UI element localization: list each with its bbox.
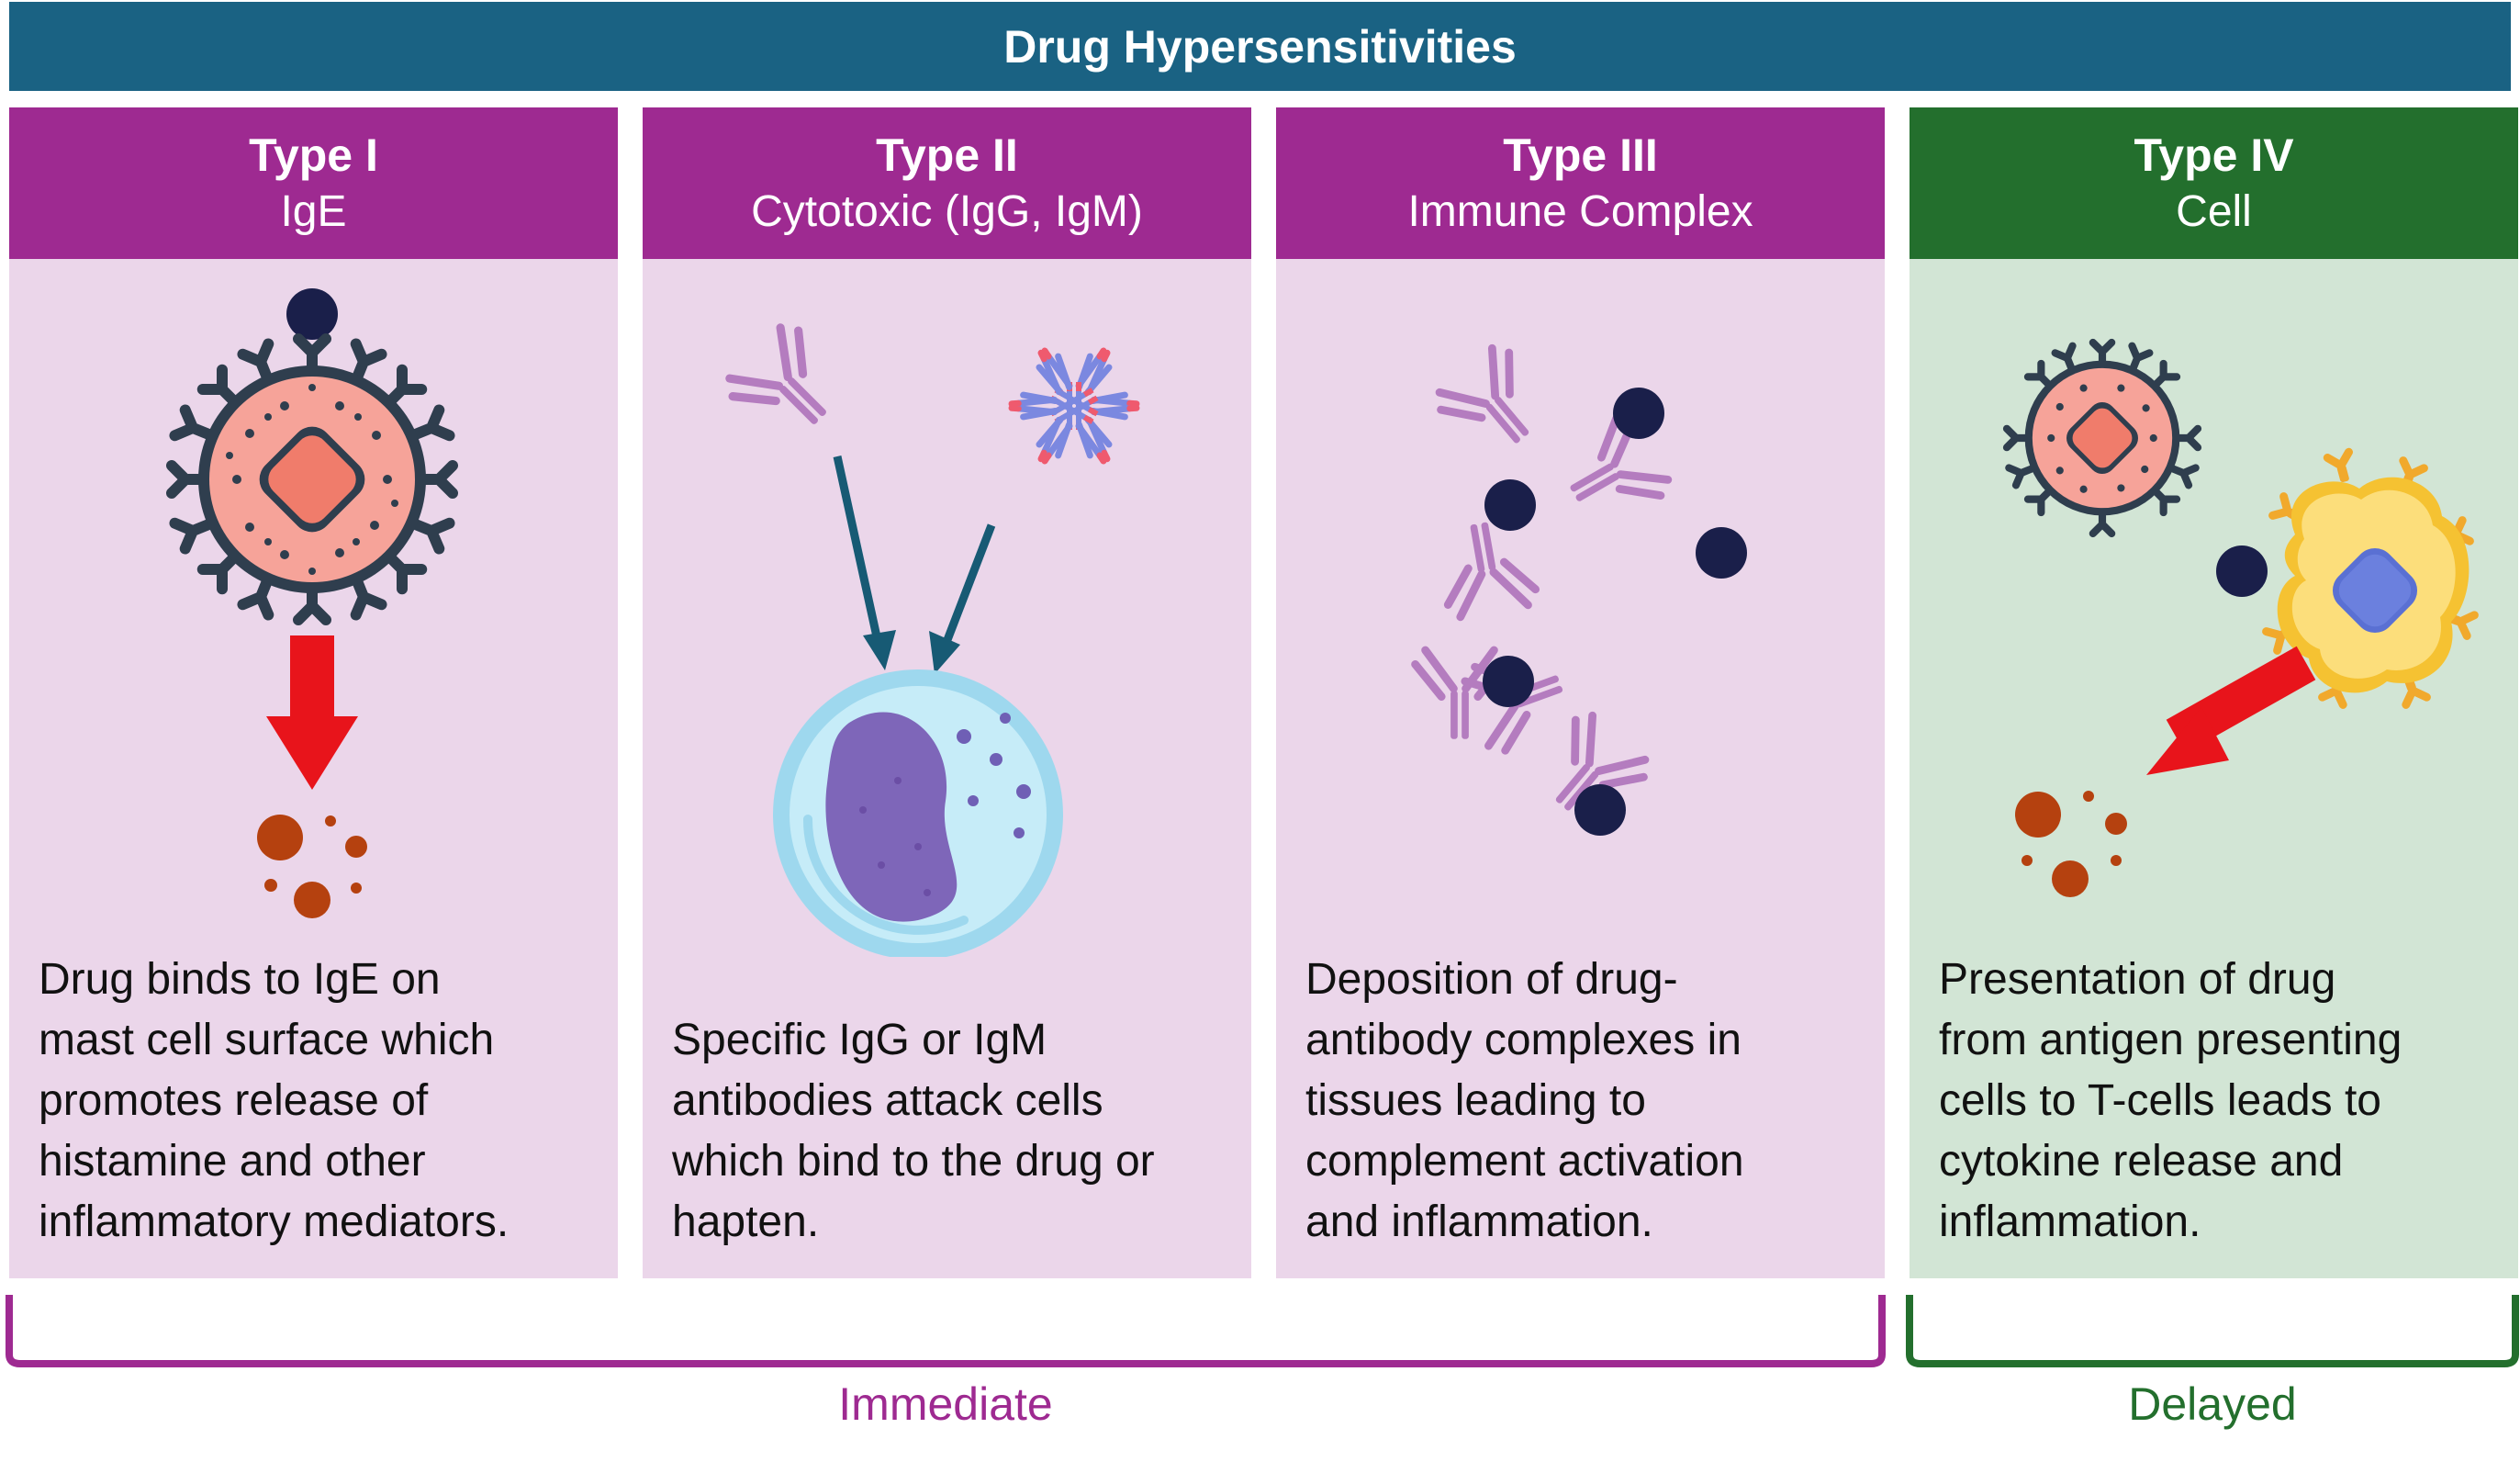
type-i-title: Type I <box>249 129 378 181</box>
release-arrow-icon <box>290 635 334 718</box>
type-iv-header: Type IV Cell <box>1910 107 2518 259</box>
type-iv-subtitle: Cell <box>2176 186 2252 236</box>
phase-brackets <box>6 1295 2519 1367</box>
immune-complex-illustration <box>1276 259 1747 957</box>
histamine-granules-icon <box>257 815 367 918</box>
type-ii-subtitle: Cytotoxic (IgG, IgM) <box>751 186 1143 236</box>
type-i-header: Type I IgE <box>9 107 618 259</box>
drug-molecule-icon <box>2216 545 2268 597</box>
type-i-description: Drug binds to IgE on mast cell surface w… <box>39 955 510 1246</box>
immediate-bracket <box>6 1295 1886 1367</box>
type-i-column: Type I IgE <box>9 107 618 1278</box>
antibody-complex-icon <box>1416 342 1747 836</box>
type-iv-description: Presentation of drug from antigen presen… <box>1939 955 2402 1246</box>
delayed-bracket <box>1906 1295 2519 1367</box>
cytotoxic-illustration <box>643 259 1251 957</box>
type-iii-subtitle: Immune Complex <box>1407 186 1753 236</box>
type-iv-body: Presentation of drug from antigen presen… <box>1910 259 2518 1278</box>
drug-molecule-icon <box>286 288 338 340</box>
antigen-presenting-cell-icon <box>2267 452 2475 704</box>
type-iii-header: Type III Immune Complex <box>1276 107 1885 259</box>
type-iv-column: Type IV Cell <box>1910 107 2518 1278</box>
type-iii-body: Deposition of drug- antibody complexes i… <box>1276 259 1885 1278</box>
type-ii-description: Specific IgG or IgM antibodies attack ce… <box>672 1016 1155 1246</box>
type-iii-title: Type III <box>1503 129 1658 181</box>
type-iv-title: Type IV <box>2134 129 2294 181</box>
diagram-title: Drug Hypersensitivities <box>9 2 2511 91</box>
cell-mediated-illustration <box>1910 259 2518 897</box>
type-i-body: Drug binds to IgE on mast cell surface w… <box>9 259 618 1278</box>
type-ii-title: Type II <box>876 129 1018 181</box>
cytokine-granules-icon <box>2015 791 2127 897</box>
type-ii-header: Type II Cytotoxic (IgG, IgM) <box>643 107 1251 259</box>
immediate-label: Immediate <box>838 1378 1053 1430</box>
attack-arrows-icon <box>833 455 996 674</box>
delayed-label: Delayed <box>2128 1378 2297 1430</box>
t-cell-icon <box>2007 343 2198 534</box>
type-iii-description: Deposition of drug- antibody complexes i… <box>1305 955 1744 1246</box>
type-iii-column: Type III Immune Complex Deposition of dr… <box>1276 107 1885 1278</box>
mast-cell-icon <box>172 339 453 620</box>
type-i-subtitle: IgE <box>280 186 347 236</box>
type-ii-column: Type II Cytotoxic (IgG, IgM) <box>643 107 1251 1278</box>
target-cell-icon <box>773 669 1063 957</box>
type-ii-body: Specific IgG or IgM antibodies attack ce… <box>643 259 1251 1278</box>
mast-cell-illustration <box>9 288 618 918</box>
